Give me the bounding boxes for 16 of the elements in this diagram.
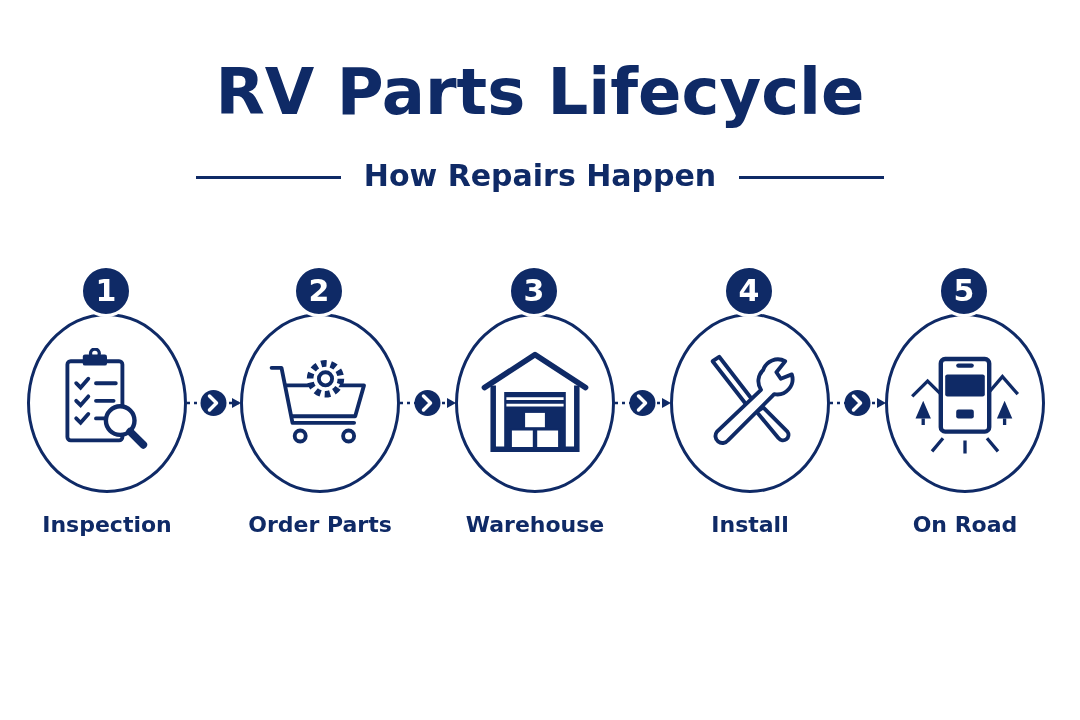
step-number-badge: 4 (723, 265, 775, 317)
step-label: On Road (911, 511, 1019, 539)
step-number-badge: 2 (293, 265, 345, 317)
step-number-badge: 3 (508, 265, 560, 317)
arrow (830, 390, 885, 416)
arrow (400, 390, 455, 416)
subtitle: How Repairs Happen (363, 157, 717, 195)
arrow (187, 390, 240, 416)
step-label: Inspection (41, 511, 173, 539)
step-number-badge: 5 (938, 265, 990, 317)
arrow (615, 390, 670, 416)
title: RV Parts Lifecycle (214, 54, 866, 131)
step-number-badge: 1 (80, 265, 132, 317)
step-label: Warehouse (464, 511, 606, 539)
step-label: Order Parts (247, 511, 393, 539)
step-label: Install (710, 511, 790, 539)
